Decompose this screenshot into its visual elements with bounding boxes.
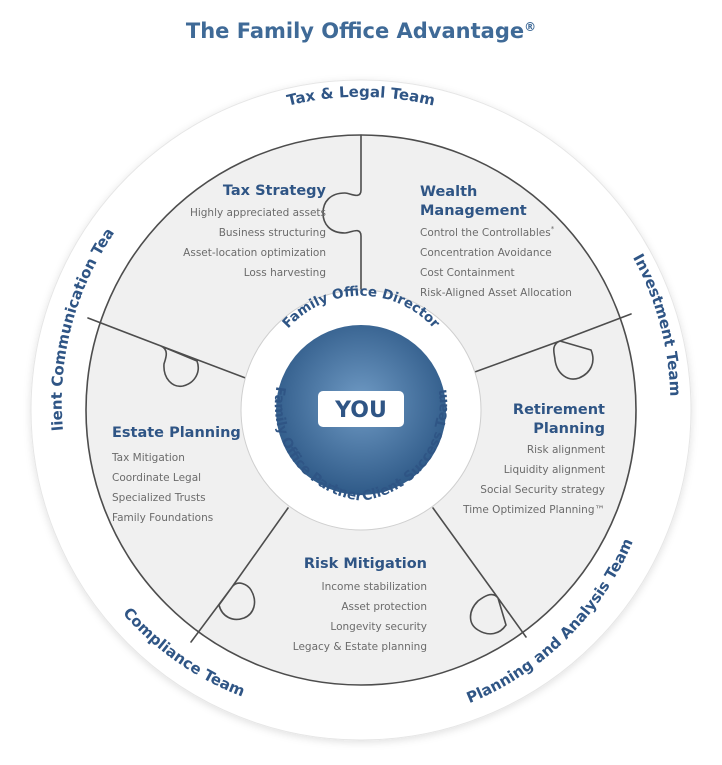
risk-mitigation-item: Asset protection [341, 601, 427, 613]
segment-wealth-management: Wealth Management Control the Controllab… [420, 184, 572, 299]
segment-retirement-planning: Retirement Planning Risk alignment Liqui… [462, 402, 605, 516]
wealth-management-title-line1: Wealth [420, 184, 477, 200]
divider-lower-right [432, 507, 527, 638]
tax-strategy-title: Tax Strategy [223, 183, 327, 199]
tax-strategy-item: Business structuring [219, 227, 326, 239]
title-registered-mark: ® [524, 20, 536, 34]
estate-planning-item: Tax Mitigation [111, 452, 185, 464]
divider-lower-left [190, 507, 289, 643]
wealth-management-title-line2: Management [420, 203, 527, 219]
wealth-management-item: Control the Controllables* [420, 225, 555, 239]
tax-strategy-item: Asset-location optimization [183, 247, 326, 259]
risk-mitigation-title: Risk Mitigation [304, 556, 427, 572]
estate-planning-title: Estate Planning [112, 425, 241, 441]
risk-mitigation-item: Income stabilization [322, 581, 427, 593]
you-badge [318, 391, 404, 427]
tax-strategy-item: Loss harvesting [244, 267, 326, 279]
wealth-management-item: Cost Containment [420, 267, 515, 279]
wealth-management-item: Concentration Avoidance [420, 247, 552, 259]
segment-risk-mitigation: Risk Mitigation Income stabilization Ass… [293, 556, 427, 653]
retirement-planning-title-line2: Planning [533, 421, 605, 437]
estate-planning-item: Coordinate Legal [112, 472, 201, 484]
risk-mitigation-item: Legacy & Estate planning [293, 641, 427, 653]
divider-top [322, 134, 362, 306]
you-label: YOU [334, 398, 387, 423]
retirement-planning-title-line1: Retirement [513, 402, 605, 418]
retirement-planning-item: Social Security strategy [480, 484, 605, 496]
page-title: The Family Office Advantage® [186, 19, 536, 43]
puzzle-dividers [87, 134, 632, 643]
risk-mitigation-item: Longevity security [330, 621, 427, 633]
estate-planning-item: Specialized Trusts [112, 492, 206, 504]
segment-tax-strategy: Tax Strategy Highly appreciated assets B… [183, 183, 326, 279]
retirement-planning-item: Liquidity alignment [504, 464, 605, 476]
tax-strategy-item: Highly appreciated assets [190, 207, 326, 219]
segment-estate-planning: Estate Planning Tax Mitigation Coordinat… [111, 425, 241, 524]
retirement-planning-item: Risk alignment [527, 444, 605, 456]
estate-planning-item: Family Foundations [112, 512, 213, 524]
retirement-planning-item: Time Optimized Planning™ [462, 504, 605, 516]
wealth-management-item: Risk-Aligned Asset Allocation [420, 287, 572, 299]
divider-right [460, 313, 632, 380]
footnote-mark: * [551, 225, 555, 233]
